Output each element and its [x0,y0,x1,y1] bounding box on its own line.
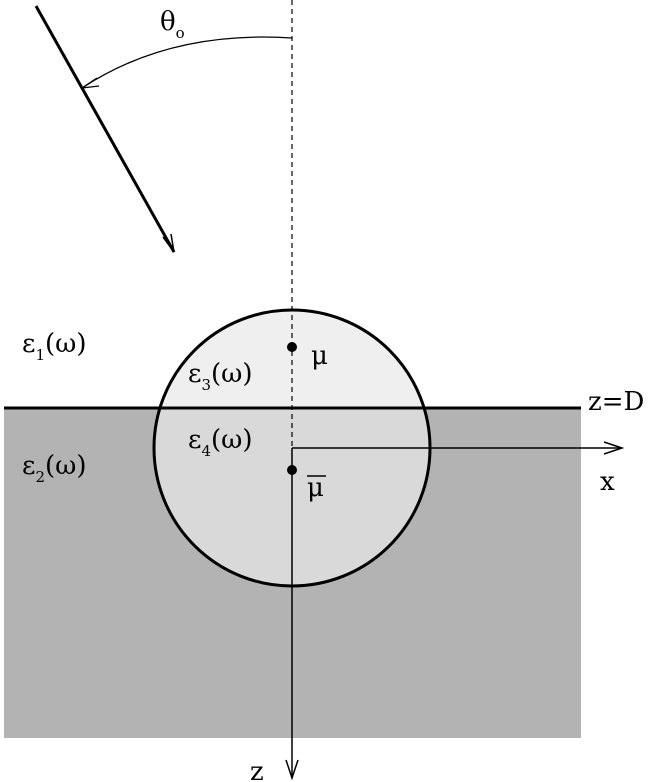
incident-beam-arrowhead [162,233,175,253]
sphere-upper-half [159,310,425,408]
epsilon-2-label: ε2(ω) [22,451,87,486]
mu-label: μ [311,341,328,371]
epsilon-4-label: ε4(ω) [188,425,253,460]
z-axis-label: z [250,757,264,782]
theta-label: θo [160,7,185,42]
dipole-point-mu [287,342,297,352]
mu-bar-label: μ [307,473,324,503]
x-axis-label: x [600,467,615,497]
epsilon-1-label: ε1(ω) [22,329,87,364]
interface-label: z=D [588,387,644,417]
incident-beam [34,5,176,253]
z-axis-arrowhead [285,759,299,781]
epsilon-3-label: ε3(ω) [188,359,253,394]
x-axis-arrowhead [603,441,625,455]
angle-arc-arrowhead [81,77,100,89]
image-dipole-point [287,465,297,475]
angle-arc [81,36,293,89]
